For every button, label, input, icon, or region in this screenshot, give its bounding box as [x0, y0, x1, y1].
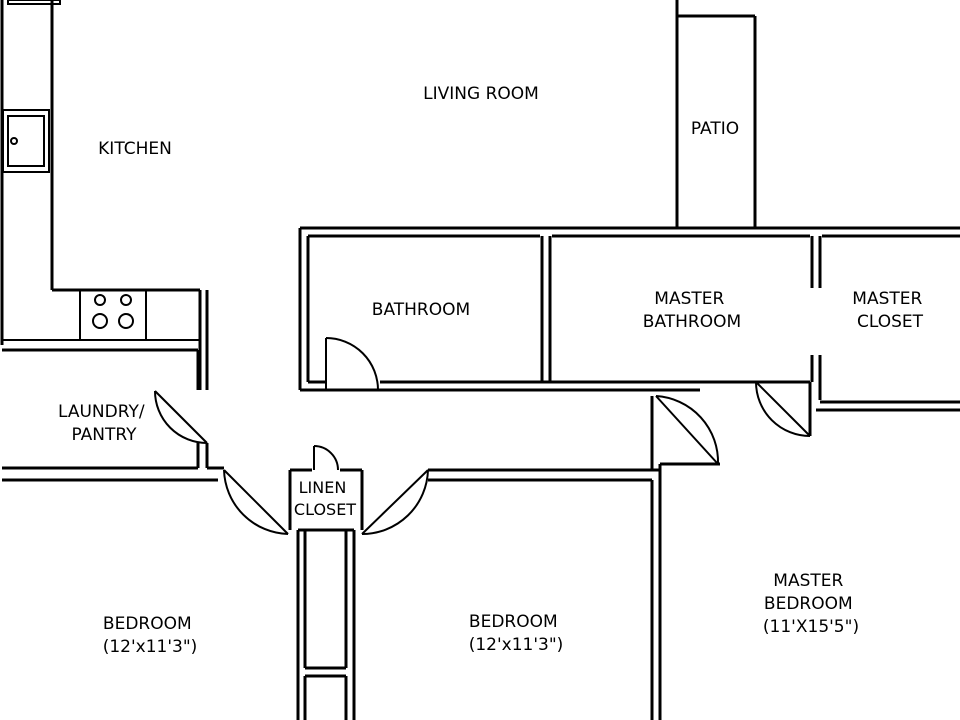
laundry-pantry-label: LAUNDRY/ PANTRY [58, 402, 150, 445]
bedroom-middle-label: BEDROOM (12'x11'3") [469, 612, 564, 655]
bathroom-door [325, 337, 379, 391]
laundry-walls [2, 290, 218, 482]
patio-label: PATIO [691, 119, 739, 139]
sink-icon [2, 109, 50, 173]
master-closet-label: MASTER CLOSET [852, 289, 927, 332]
bathroom-label: BATHROOM [372, 300, 470, 320]
linen-closet-walls [288, 470, 364, 720]
master-bedroom-door [655, 395, 720, 465]
hall-walls [207, 388, 720, 720]
living-room-label: LIVING ROOM [423, 84, 539, 104]
bedroom-left-door [223, 469, 289, 535]
patio-walls [675, 0, 757, 228]
laundry-door [154, 390, 208, 444]
kitchen-label: KITCHEN [98, 139, 172, 159]
bedroom-left-label: BEDROOM (12'x11'3") [103, 614, 198, 657]
master-bathroom-label: MASTER BATHROOM [643, 289, 741, 332]
master-bathroom-door [755, 381, 811, 437]
stove-icon [79, 289, 147, 341]
bedroom-middle-door [361, 469, 429, 535]
bathroom-block-walls [298, 226, 960, 436]
linen-closet-door [313, 445, 339, 471]
master-bedroom-label: MASTER BEDROOM (11'X15'5") [763, 571, 859, 637]
linen-closet-label: LINEN CLOSET [294, 478, 356, 519]
